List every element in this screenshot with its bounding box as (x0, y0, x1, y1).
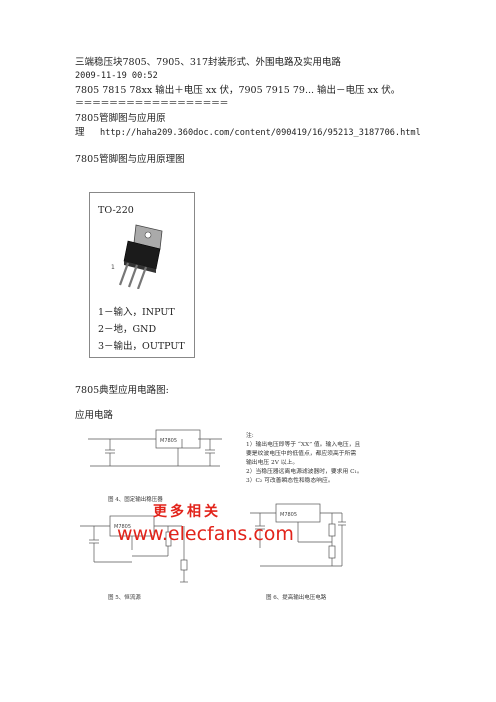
to220-package-icon: 1 (111, 224, 163, 289)
package-label: TO-220 (98, 205, 134, 216)
section-title-application: 7805典型应用电路图: (75, 385, 169, 396)
separator-line: ＝＝＝＝＝＝＝＝＝＝＝＝＝＝＝＝＝＝ (75, 99, 229, 109)
note-line-2: 要是纹波电压中的低值点，都应须高于所需 (246, 451, 357, 457)
watermark-url: www.elecfans.com (117, 523, 294, 545)
note-line-3: 输出电压 2V 以上。 (246, 460, 299, 466)
fig4-caption: 图 4、固定输出稳压器 (108, 497, 163, 503)
svg-text:1: 1 (111, 264, 115, 271)
application-circuits-figure: M7805 M7805 M7805 (80, 429, 346, 583)
pin1-label: 1－输入，INPUT (98, 307, 175, 318)
ic-label-fig4: M7805 (160, 438, 177, 444)
pin3-label: 3－输出，OUTPUT (98, 341, 185, 352)
section-title-pinout: 7805管脚图与应用原理图 (75, 154, 185, 165)
link-label-line2: 理 (75, 127, 85, 138)
source-url-link[interactable]: http://haha209.360doc.com/content/090419… (100, 128, 421, 138)
fig6-caption: 图 6、提高输出电压电路 (266, 595, 327, 601)
pin2-label: 2－地，GND (98, 324, 157, 335)
note-line-0: 注: (246, 433, 254, 439)
post-date: 2009-11-19 00:52 (75, 71, 158, 81)
page-title: 三端稳压块7805、7905、317封装形式、外围电路及实用电路 (75, 57, 341, 68)
voltage-description: 7805 7815 78xx 输出＋电压 xx 伏，7905 7915 79..… (75, 85, 401, 96)
link-label-line1: 7805管脚图与应用原 (75, 113, 166, 124)
to220-pinout-figure: TO-220 1 1－输入，INPUT 2－地，GND 3－输出，OUTPUT (89, 192, 195, 358)
note-line-5: 3）C₂ 可改善瞬态性和稳态响应。 (246, 478, 334, 484)
application-subtitle: 应用电路 (75, 410, 114, 421)
note-line-4: 2）当稳压器远离电源滤波器时，要求用 C₁。 (246, 469, 363, 475)
watermark-chinese: 更多相关 (153, 504, 221, 520)
ic-label-fig5: M7805 (114, 524, 131, 530)
fig5-caption: 图 5、恒流源 (108, 595, 141, 601)
note-line-1: 1）输出电压即等于 “XX” 值。输入电压，且 (246, 442, 361, 448)
ic-label-fig6: M7805 (280, 512, 297, 518)
